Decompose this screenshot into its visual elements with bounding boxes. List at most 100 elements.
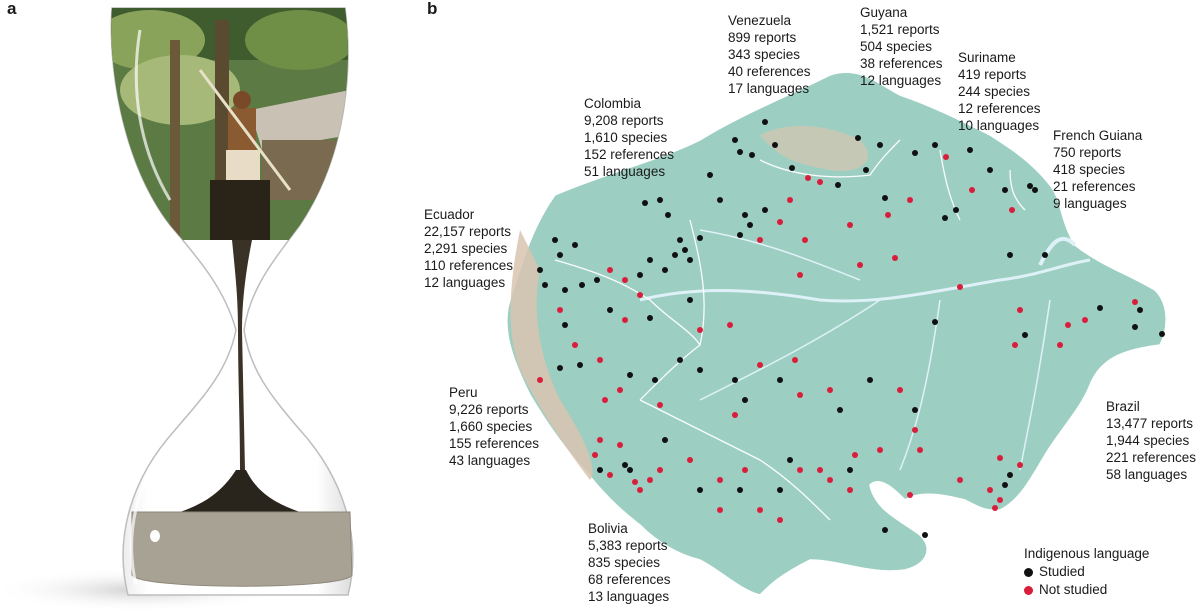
survey-point-not-studied (847, 222, 853, 228)
survey-point-studied (1002, 187, 1008, 193)
survey-point-studied (647, 315, 653, 321)
survey-point-not-studied (827, 387, 833, 393)
survey-point-studied (687, 297, 693, 303)
survey-point-studied (677, 357, 683, 363)
survey-point-studied (967, 147, 973, 153)
survey-point-not-studied (732, 412, 738, 418)
survey-point-not-studied (802, 237, 808, 243)
survey-point-studied (682, 247, 688, 253)
country-name: Brazil (1106, 399, 1140, 414)
survey-point-not-studied (797, 392, 803, 398)
survey-point-studied (772, 142, 778, 148)
survey-point-studied (953, 207, 959, 213)
survey-point-studied (672, 252, 678, 258)
survey-point-studied (1002, 482, 1008, 488)
country-references: 40 references (728, 64, 811, 79)
country-languages: 58 languages (1106, 467, 1188, 482)
country-references: 155 references (449, 436, 540, 451)
survey-point-studied (762, 207, 768, 213)
survey-point-studied (747, 222, 753, 228)
country-name: Ecuador (424, 207, 475, 222)
survey-point-not-studied (943, 154, 949, 160)
country-species: 1,944 species (1106, 433, 1190, 448)
country-references: 12 references (958, 101, 1041, 116)
survey-point-not-studied (817, 179, 823, 185)
survey-point-studied (742, 397, 748, 403)
survey-point-not-studied (777, 517, 783, 523)
country-reports: 5,383 reports (588, 538, 668, 553)
survey-point-studied (789, 165, 795, 171)
country-reports: 9,208 reports (584, 113, 664, 128)
country-name: Guyana (860, 5, 908, 20)
survey-point-studied (732, 137, 738, 143)
survey-point-not-studied (647, 477, 653, 483)
survey-point-studied (912, 150, 918, 156)
survey-point-not-studied (787, 197, 793, 203)
country-name: Colombia (584, 96, 642, 111)
survey-point-studied (787, 457, 793, 463)
country-species: 343 species (728, 47, 801, 62)
survey-point-studied (622, 462, 628, 468)
hourglass-illustration (0, 7, 354, 612)
survey-point-not-studied (632, 479, 638, 485)
survey-point-studied (777, 377, 783, 383)
country-languages: 17 languages (728, 81, 810, 96)
survey-point-studied (1042, 252, 1048, 258)
survey-point-studied (987, 167, 993, 173)
survey-point-studied (749, 152, 755, 158)
country-label-guyana: Guyana 1,521 reports 504 species 38 refe… (860, 4, 943, 89)
survey-point-not-studied (897, 387, 903, 393)
survey-point-studied (867, 377, 873, 383)
survey-point-studied (737, 149, 743, 155)
survey-point-studied (717, 197, 723, 203)
survey-point-studied (562, 322, 568, 328)
country-species: 1,660 species (449, 419, 533, 434)
survey-point-not-studied (717, 477, 723, 483)
country-species: 418 species (1053, 162, 1126, 177)
country-references: 221 references (1106, 450, 1197, 465)
survey-point-not-studied (847, 487, 853, 493)
country-label-peru: Peru 9,226 reports 1,660 species 155 ref… (449, 384, 539, 469)
survey-point-studied (642, 200, 648, 206)
survey-point-not-studied (969, 187, 975, 193)
country-reports: 419 reports (958, 67, 1027, 82)
country-name: Venezuela (728, 13, 792, 28)
survey-point-studied (1137, 307, 1143, 313)
survey-point-not-studied (852, 452, 858, 458)
survey-point-not-studied (602, 397, 608, 403)
survey-point-not-studied (617, 442, 623, 448)
survey-point-studied (835, 182, 841, 188)
legend-label: Not studied (1039, 582, 1108, 597)
survey-point-studied (579, 282, 585, 288)
survey-point-not-studied (757, 362, 763, 368)
survey-point-not-studied (597, 437, 603, 443)
country-references: 21 references (1053, 179, 1136, 194)
country-references: 110 references (424, 258, 514, 273)
survey-point-studied (932, 142, 938, 148)
survey-point-not-studied (957, 477, 963, 483)
survey-point-studied (847, 467, 853, 473)
survey-point-not-studied (957, 284, 963, 290)
amazon-river (639, 258, 1091, 303)
panel-label-b: b (427, 0, 438, 18)
survey-point-not-studied (1012, 342, 1018, 348)
survey-point-studied (942, 215, 948, 221)
country-reports: 750 reports (1053, 145, 1122, 160)
country-languages: 12 languages (424, 275, 506, 290)
country-species: 2,291 species (424, 241, 508, 256)
survey-point-not-studied (1065, 322, 1071, 328)
survey-point-studied (697, 367, 703, 373)
country-languages: 43 languages (449, 453, 531, 468)
survey-point-not-studied (557, 307, 563, 313)
survey-point-not-studied (1057, 342, 1063, 348)
survey-point-not-studied (637, 292, 643, 298)
survey-point-not-studied (817, 467, 823, 473)
survey-point-not-studied (622, 277, 628, 283)
country-species: 835 species (588, 555, 661, 570)
survey-point-studied (1007, 472, 1013, 478)
legend-item-studied: Studied (1024, 563, 1149, 581)
survey-point-not-studied (1017, 307, 1023, 313)
survey-point-studied (697, 235, 703, 241)
survey-point-studied (932, 319, 938, 325)
survey-point-studied (594, 277, 600, 283)
